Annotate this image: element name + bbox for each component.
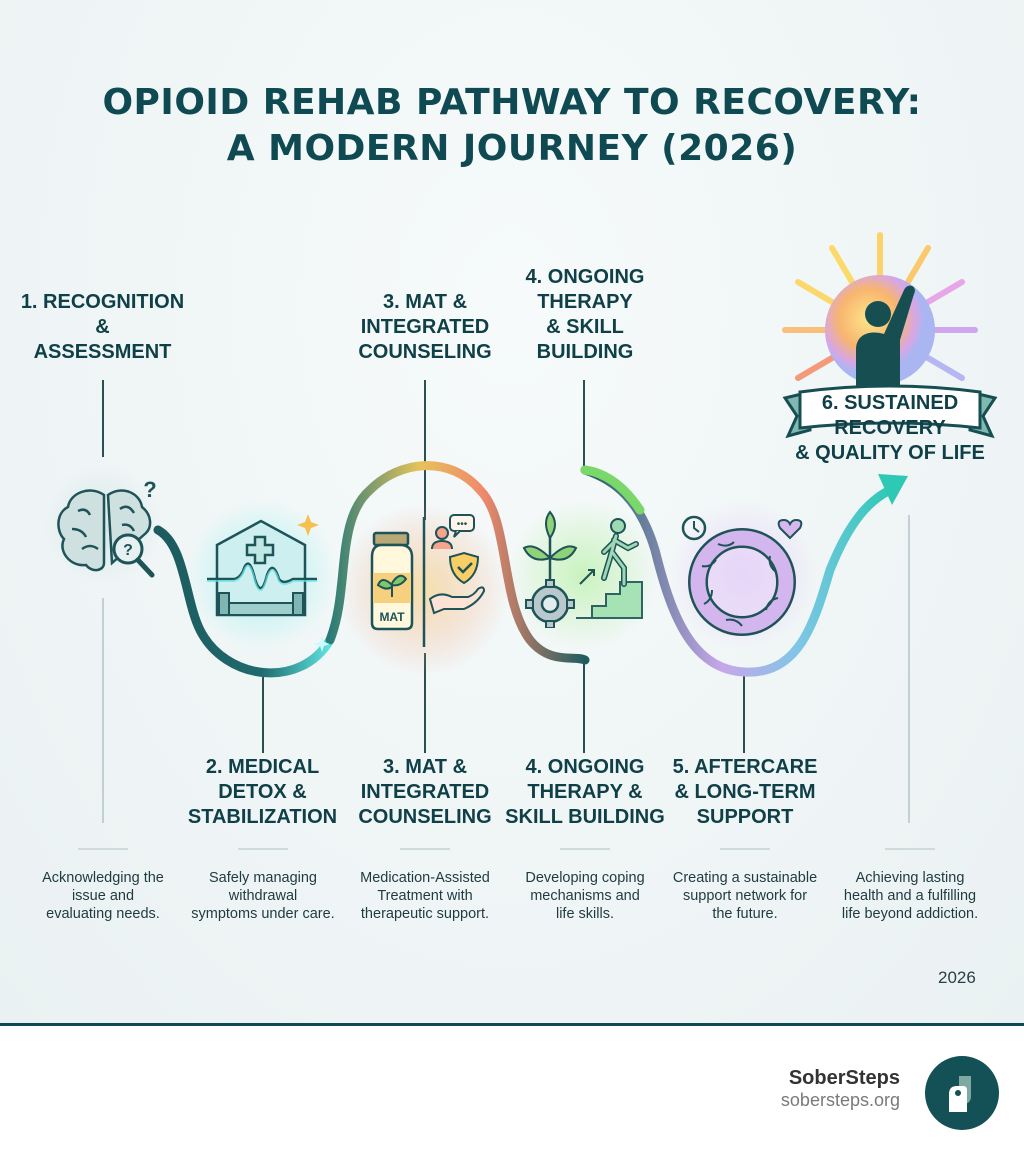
desc-line: life skills. — [555, 906, 614, 922]
page-title: OPIOID REHAB PATHWAY TO RECOVERY: A MODE… — [0, 80, 1024, 172]
label-line: 2. MEDICAL — [205, 756, 320, 778]
desc-line: Medication-Assisted — [360, 870, 490, 886]
title-line-2: A MODERN JOURNEY (2026) — [226, 128, 798, 169]
desc-line: withdrawal — [228, 888, 298, 904]
mat-bottle-counseling-icon: MAT ••• — [370, 514, 486, 647]
brand-name: SoberSteps — [788, 1067, 900, 1089]
bottom-label-aftercare: 5. AFTERCARE & LONG-TERM SUPPORT — [665, 755, 825, 830]
label-line: DETOX & — [218, 781, 307, 803]
hospital-heartbeat-icon — [207, 519, 317, 617]
label-line: BUILDING — [536, 341, 634, 363]
bottom-label-ongoing-therapy: 4. ONGOING THERAPY & SKILL BUILDING — [500, 755, 670, 830]
year-label: 2026 — [938, 968, 976, 987]
label-line: SKILL BUILDING — [505, 806, 665, 828]
top-label-recognition: 1. RECOGNITION & ASSESSMENT — [10, 290, 195, 365]
goal-badge-label: 6. SUSTAINED RECOVERY & QUALITY OF LIFE — [780, 391, 1000, 466]
divider-dash — [560, 848, 610, 850]
title-line-1: OPIOID REHAB PATHWAY TO RECOVERY: — [102, 82, 922, 123]
label-line: 3. MAT & — [382, 291, 468, 313]
top-label-ongoing-therapy: 4. ONGOING THERAPY & SKILL BUILDING — [505, 265, 665, 365]
brand-url[interactable]: sobersteps.org — [780, 1090, 900, 1110]
label-line: & — [95, 316, 110, 338]
svg-text:?: ? — [123, 542, 133, 559]
sun-rays — [782, 232, 978, 390]
label-line: INTEGRATED — [360, 316, 490, 338]
label-line: STABILIZATION — [187, 806, 338, 828]
top-label-mat: 3. MAT & INTEGRATED COUNSELING — [345, 290, 505, 365]
label-line: 4. ONGOING — [525, 756, 645, 778]
brand-logo-icon — [925, 1056, 999, 1130]
label-line: INTEGRATED — [360, 781, 490, 803]
footer-divider — [0, 1023, 1024, 1026]
label-line: COUNSELING — [358, 806, 492, 828]
brain-question-magnifier-icon: ? ? — [57, 477, 157, 578]
label-line: & SKILL — [546, 316, 624, 338]
stage-description-2: Safely managing withdrawal symptoms unde… — [178, 869, 348, 923]
svg-text:?: ? — [143, 477, 156, 502]
desc-line: Acknowledging the — [42, 870, 164, 886]
infographic-canvas — [0, 0, 1024, 1024]
stage-description-3: Medication-Assisted Treatment with thera… — [340, 869, 510, 923]
label-line: & LONG-TERM — [674, 781, 816, 803]
label-line: 5. AFTERCARE — [672, 756, 818, 778]
stage-description-6: Achieving lasting health and a fulfillin… — [825, 869, 995, 923]
stage-description-1: Acknowledging the issue and evaluating n… — [18, 869, 188, 923]
connector-line — [583, 660, 585, 753]
divider-dash — [400, 848, 450, 850]
connector-line — [424, 653, 426, 753]
label-line: 1. RECOGNITION — [20, 291, 185, 313]
label-line: THERAPY — [537, 291, 633, 313]
mat-bottle-label: MAT — [379, 610, 405, 624]
desc-line: Developing coping — [525, 870, 645, 886]
divider-dash — [885, 848, 935, 850]
plant-gear-stairs-icon — [522, 510, 643, 628]
divider-dash — [238, 848, 288, 850]
connector-line — [102, 380, 104, 457]
label-line: ASSESSMENT — [33, 341, 172, 363]
bottom-label-mat: 3. MAT & INTEGRATED COUNSELING — [345, 755, 505, 830]
label-line: RECOVERY — [834, 417, 946, 439]
desc-line: issue and — [71, 888, 135, 904]
desc-line: Creating a sustainable — [672, 870, 818, 886]
desc-line: evaluating needs. — [46, 906, 160, 922]
label-line: COUNSELING — [358, 341, 492, 363]
desc-line: life beyond addiction. — [841, 906, 979, 922]
connector-line — [424, 380, 426, 520]
desc-line: therapeutic support. — [360, 906, 490, 922]
desc-line: Achieving lasting — [855, 870, 965, 886]
connector-line — [908, 515, 910, 823]
desc-line: symptoms under care. — [191, 906, 335, 922]
divider-dash — [720, 848, 770, 850]
divider-dash — [78, 848, 128, 850]
desc-line: Treatment with — [377, 888, 473, 904]
desc-line: Safely managing — [208, 870, 317, 886]
svg-text:•••: ••• — [457, 519, 468, 530]
connector-line — [743, 672, 745, 753]
label-line: & QUALITY OF LIFE — [795, 442, 985, 464]
stage-description-4: Developing coping mechanisms and life sk… — [500, 869, 670, 923]
desc-line: the future. — [712, 906, 778, 922]
stage-description-5: Creating a sustainable support network f… — [660, 869, 830, 923]
label-line: SUPPORT — [696, 806, 794, 828]
connector-line — [102, 598, 104, 823]
circle-of-hands-icon — [681, 515, 803, 636]
label-line: THERAPY & — [527, 781, 643, 803]
label-line: 6. SUSTAINED — [821, 392, 959, 414]
ribbon-banner — [782, 384, 998, 439]
connector-line — [262, 672, 264, 753]
label-line: 4. ONGOING — [525, 266, 645, 288]
desc-line: support network for — [682, 888, 808, 904]
bottom-label-medical-detox: 2. MEDICAL DETOX & STABILIZATION — [180, 755, 345, 830]
connector-line — [583, 380, 585, 470]
desc-line: health and a fulfilling — [843, 888, 977, 904]
desc-line: mechanisms and — [530, 888, 640, 904]
brand-block: SoberSteps sobersteps.org — [781, 1066, 900, 1110]
label-line: 3. MAT & — [382, 756, 468, 778]
